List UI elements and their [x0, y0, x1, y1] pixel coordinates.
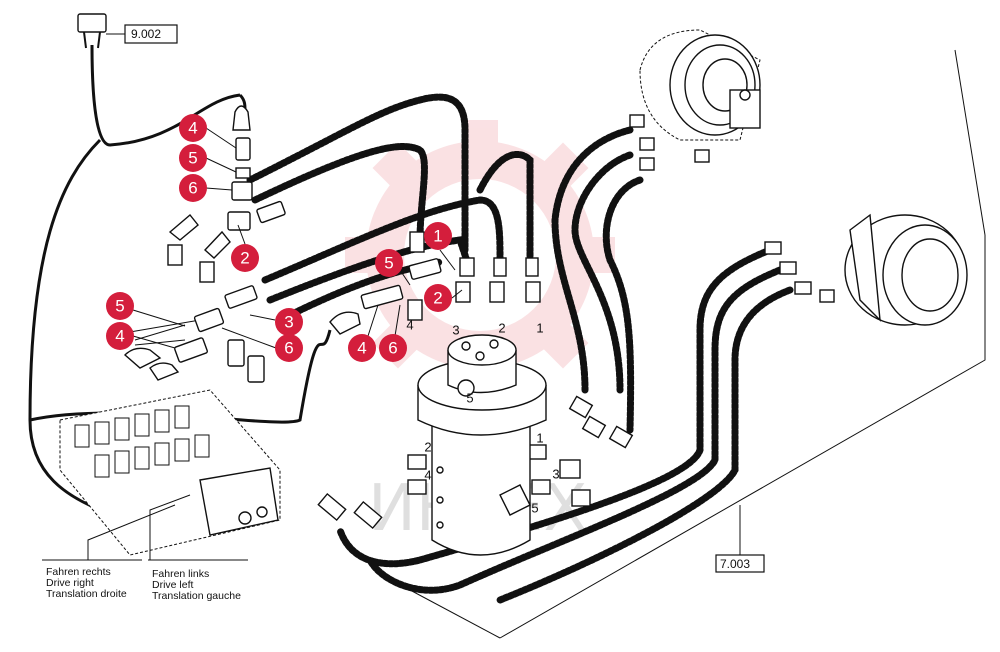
svg-text:1: 1: [433, 227, 442, 246]
callout-6-mid: 6: [221, 327, 303, 362]
hose-lines: [246, 93, 794, 604]
drive-left-de: Fahren links: [152, 568, 209, 580]
callout-1: 1: [424, 222, 456, 271]
travel-motor-upper: [639, 29, 761, 141]
callout-2-left: 2: [231, 224, 259, 272]
callout-5-center: 5: [375, 249, 411, 286]
ref-box-bottom: 7.003: [715, 505, 765, 573]
travel-motor-lower: [844, 213, 968, 326]
port-left-4: 4: [424, 468, 431, 483]
ref-text-bottom: 7.003: [720, 557, 750, 571]
port-top-2: 2: [498, 321, 505, 336]
port-top-4: 4: [406, 318, 413, 333]
callout-group: 4 5 6 2 3 6 5: [106, 114, 463, 362]
control-valve-block: [59, 389, 281, 556]
callout-6-top: 6: [179, 174, 233, 202]
port-right-1: 1: [536, 431, 543, 446]
svg-text:2: 2: [433, 289, 442, 308]
port-center-5: 5: [466, 391, 473, 406]
drive-left-label: Fahren links Drive left Translation gauc…: [148, 559, 248, 602]
port-top-3: 3: [452, 323, 459, 338]
svg-text:6: 6: [188, 179, 197, 198]
svg-text:6: 6: [284, 339, 293, 358]
port-numbers: 3 2 1 4 5 2 4 1 3 5: [406, 318, 559, 516]
port-lower-5: 5: [531, 501, 538, 516]
drive-left-en: Drive left: [152, 579, 194, 591]
ref-box-top: 9.002: [106, 24, 178, 44]
svg-text:3: 3: [284, 313, 293, 332]
port-left-2: 2: [424, 440, 431, 455]
svg-text:5: 5: [115, 297, 124, 316]
svg-text:6: 6: [388, 339, 397, 358]
swivel-joint: [417, 334, 547, 556]
callout-5-top: 5: [179, 144, 237, 173]
drive-left-fr: Translation gauche: [152, 590, 241, 602]
label-leaders: [87, 319, 201, 560]
drive-right-fr: Translation droite: [46, 588, 127, 600]
svg-text:2: 2: [240, 249, 249, 268]
svg-text:4: 4: [357, 339, 366, 358]
drive-right-label: Fahren rechts Drive right Translation dr…: [42, 559, 142, 600]
port-right-3: 3: [552, 467, 559, 482]
callout-4-top: 4: [179, 114, 237, 149]
callout-5-left: 5: [106, 292, 186, 327]
svg-text:4: 4: [188, 119, 197, 138]
callout-3: 3: [249, 308, 303, 336]
frame-outline: [409, 49, 986, 639]
svg-text:4: 4: [115, 327, 124, 346]
callout-6-center: 6: [379, 304, 407, 362]
callout-4-center: 4: [348, 304, 379, 362]
drive-right-en: Drive right: [46, 577, 94, 589]
svg-text:5: 5: [384, 254, 393, 273]
ref-text-top: 9.002: [131, 27, 161, 41]
fittings: [123, 114, 835, 530]
port-top-1: 1: [536, 321, 543, 336]
drive-right-de: Fahren rechts: [46, 566, 111, 578]
callout-2-center: 2: [424, 284, 463, 312]
svg-text:5: 5: [188, 149, 197, 168]
callout-4-left: 4: [106, 322, 176, 350]
